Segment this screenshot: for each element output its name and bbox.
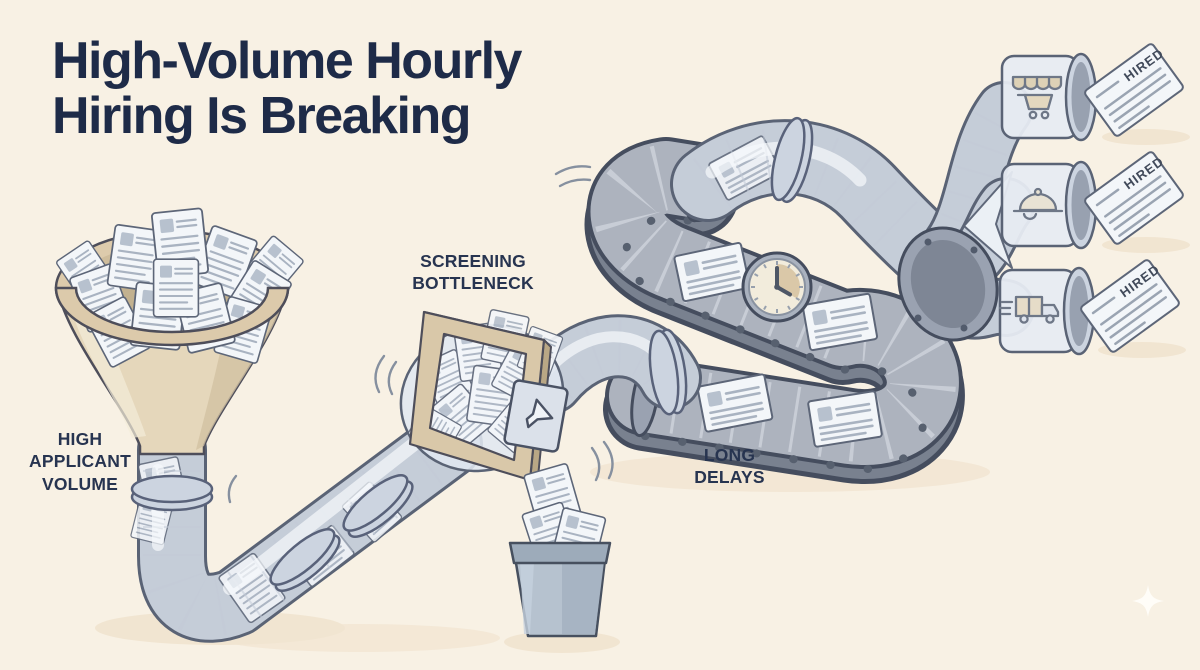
conveyor-belt [584,137,965,484]
intake-pipe [129,409,483,643]
delivery-truck-icon [998,295,1060,324]
hired-document: HIRED [1080,259,1180,353]
filter-funnel-icon [525,398,554,429]
pipe-ring-joint [648,328,688,416]
bottleneck-exit-pipe [520,314,702,416]
branch-pipe-delivery: HIRED [998,259,1180,356]
food-cloche-icon [1012,187,1064,221]
sparkle-icon [1132,585,1164,617]
pipe-ring-joint [770,116,814,204]
hired-document: HIRED [1084,151,1184,245]
delay-clock-icon [741,251,813,323]
motion-lines [227,165,614,504]
branch-pipe-food: HIRED [1000,151,1184,250]
applicant-funnel [54,206,306,456]
label-screening-bottleneck: SCREENING BOTTLENECK [412,251,534,294]
pipe-ring-joint [130,474,214,512]
pipe-ring-joint [342,474,414,538]
document [152,258,200,318]
page-title: High-Volume Hourly Hiring Is Breaking [52,32,522,146]
label-high-applicant-volume: HIGH APPLICANT VOLUME [29,429,131,494]
junction-hub [897,226,999,342]
output-pipe [670,116,980,302]
storefront-cart-icon [1011,75,1063,120]
screening-bottleneck [399,308,569,488]
branch-pipe-retail: HIRED [1000,43,1184,142]
branch-junction [897,81,1035,342]
document [806,389,884,449]
screening-filter-plate [503,379,569,453]
label-long-delays: LONG DELAYS [694,445,765,488]
hired-document: HIRED [1084,43,1184,137]
rejection-area [508,462,612,638]
trash-bin [508,500,612,638]
